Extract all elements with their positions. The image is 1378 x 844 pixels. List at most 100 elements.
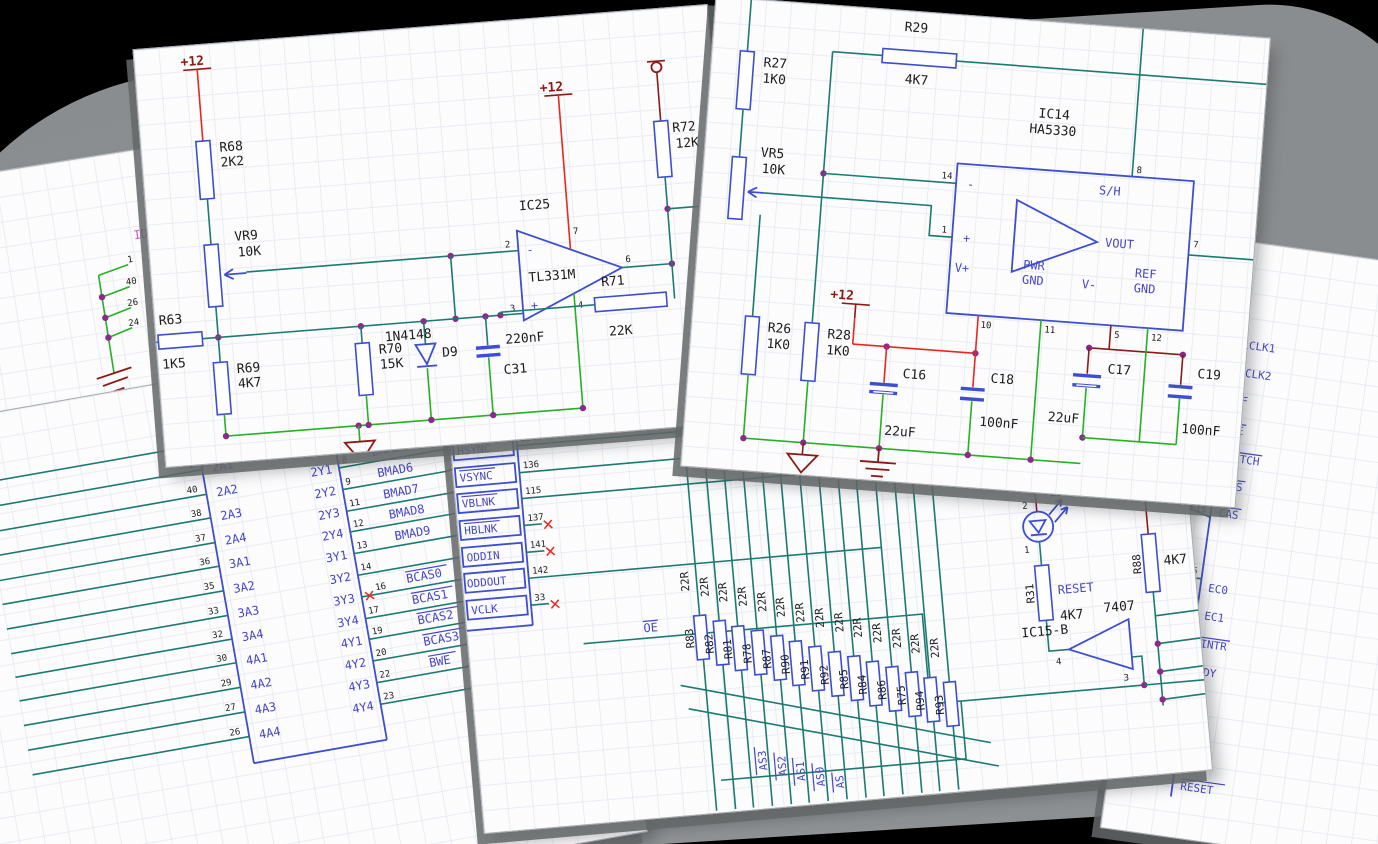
signal-label: ODDOUT: [466, 574, 507, 590]
buffer-triangle-icon: [1066, 617, 1134, 671]
top-left-schematic: +12 R68 2K2 VR9 10K R63 1K: [156, 54, 708, 464]
potentiometer: VR9 10K: [203, 228, 262, 308]
val: 1K0: [762, 72, 787, 89]
pin-label: 4A3: [254, 700, 278, 718]
net-label: AS0: [813, 766, 828, 787]
ref: IC14: [1038, 106, 1071, 123]
resistor-body: [194, 139, 216, 201]
val: 22R: [889, 628, 904, 649]
ref: R85: [837, 669, 852, 690]
signal-label: VCLK: [471, 602, 499, 617]
ref: IC15-B: [1021, 622, 1069, 641]
signal-label: ODDIN: [466, 549, 500, 565]
pin-label: 3A4: [241, 627, 265, 645]
pin: 7: [1193, 240, 1199, 250]
pin: 11: [1044, 325, 1056, 336]
ref: R31: [1023, 583, 1038, 604]
net-label: OE: [643, 620, 659, 635]
pin: 7: [573, 227, 579, 237]
pin: 32: [212, 630, 224, 642]
pin-label: 3Y2: [328, 570, 352, 588]
ref: R27: [763, 56, 788, 73]
pin-label: 4A4: [258, 724, 282, 742]
ref: R72: [672, 119, 697, 136]
ref: R28: [827, 327, 852, 344]
net-label: INTR: [1200, 637, 1228, 654]
ref: C16: [902, 367, 927, 384]
no-connect-x-icon: [364, 590, 375, 601]
val: 4K7: [1163, 552, 1188, 569]
top-right-schematic: R27 1K0 VR5 10K R29 4K7: [726, 0, 1267, 478]
r28: R28 1K0: [800, 321, 852, 443]
power-flag: +12: [180, 54, 212, 142]
ref: VR5: [760, 146, 785, 163]
pin-number: 40: [125, 277, 137, 289]
ref: R75: [894, 685, 909, 706]
pin: 5: [1114, 331, 1120, 341]
pin: 14: [941, 171, 953, 182]
val: 10K: [761, 162, 786, 179]
pin: 9: [345, 477, 352, 488]
signal-label: HSYNC: [457, 442, 491, 458]
pin: 36: [199, 557, 211, 569]
pin: 16: [375, 582, 387, 594]
ref: R82: [702, 633, 717, 654]
val: 22R: [812, 607, 827, 628]
pin-label: 4A2: [249, 675, 273, 693]
signal-label: HBLNK: [464, 522, 498, 538]
val: 15K: [379, 356, 404, 373]
ground-triangle-icon: [785, 442, 820, 474]
sample-hold-ic: IC14 HA5330 14 - 1 + 8 S/H VOUT 7 V+ PWR…: [941, 106, 1254, 344]
inverting-input: -: [526, 242, 534, 257]
port-label: PWR: [1023, 258, 1046, 274]
inverting-input: -: [967, 177, 975, 192]
pin-label: 2Y2: [313, 484, 337, 502]
noninverting-input: +: [530, 298, 538, 313]
pin-label: 4A1: [245, 650, 269, 668]
net-label: EC1: [1203, 609, 1224, 625]
pin-label: 3A2: [232, 578, 256, 596]
val: 22R: [716, 582, 731, 603]
pin-label: 4Y2: [344, 655, 368, 673]
port-label: VOUT: [1105, 236, 1135, 252]
net-label: LCLK1: [1242, 338, 1277, 355]
ref: R68: [219, 139, 244, 156]
val: 100nF: [1181, 422, 1221, 440]
pin-label: 4Y4: [351, 699, 375, 717]
page-bottom-left: 43 41 40 38 37 36 35 33 32 30 29 27 26 2…: [0, 312, 648, 844]
pin: 14: [360, 562, 372, 574]
val: 1K0: [826, 343, 851, 360]
potentiometer: VR5 10K: [726, 146, 786, 221]
val: TL331M: [528, 267, 576, 286]
val: 22uF: [1047, 410, 1080, 427]
pin: 142: [532, 566, 549, 577]
val: 12K: [675, 135, 700, 152]
pin-label: 2Y4: [321, 526, 345, 544]
ref: R83: [683, 628, 698, 649]
pin-label: 2Y3: [317, 506, 341, 524]
earth-ground-icon: [859, 448, 896, 478]
pin: 33: [534, 593, 546, 604]
r88-circuit: R88 4K7: [1130, 481, 1206, 706]
val: 2K2: [220, 154, 245, 171]
pin: 27: [224, 703, 236, 715]
val: 4K7: [1059, 607, 1084, 624]
terminal-circle-icon: [650, 61, 663, 74]
resistor-body: [354, 341, 375, 397]
c16: C16 22uF: [869, 367, 927, 449]
pin: 23: [383, 691, 395, 703]
val: 22R: [678, 571, 693, 592]
net-label: CAS: [1218, 506, 1239, 522]
val: 22R: [697, 576, 712, 597]
right-pin-rows: 8 9 11 12 13 14 16 17 19 20 22 23 2Y1 2Y…: [309, 448, 618, 717]
pin: 141: [529, 540, 546, 551]
port-label: REF: [1134, 266, 1157, 282]
val: 22R: [927, 637, 942, 658]
ref: R71: [601, 273, 626, 290]
port-label: V+: [954, 261, 969, 276]
val: 1N4148: [384, 327, 432, 346]
pin-label: 3Y4: [336, 613, 360, 631]
val: 4K7: [904, 72, 929, 89]
ref: R84: [855, 674, 870, 695]
